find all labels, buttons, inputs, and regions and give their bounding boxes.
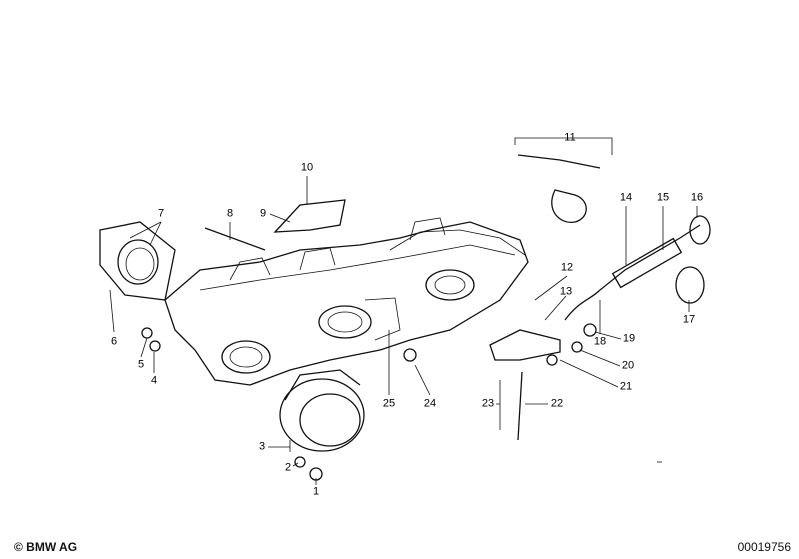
rod-23 [517,371,523,441]
bracket [489,329,561,361]
leader-lines [109,176,698,485]
copyright-label: © BMW AG [14,540,78,554]
choke-cable [564,215,711,321]
callout-24: 24 [423,397,437,410]
rod [204,227,266,251]
carburetor-body [164,217,529,386]
callout-23: 23 [481,397,495,410]
lever-assembly [514,137,613,223]
callout-2: 2 [284,461,292,474]
callout-3: 3 [258,440,266,453]
callout-15: 15 [656,191,670,204]
callout-25: 25 [382,397,396,410]
callout-14: 14 [619,191,633,204]
flange-gaskets [99,221,176,301]
air-horn [279,369,365,452]
callout-19: 19 [622,332,636,345]
image-number: 00019756 [737,540,791,554]
callout-21: 21 [619,380,633,393]
callout-5: 5 [137,358,145,371]
callout-22: 22 [550,397,564,410]
callout-12: 12 [560,261,574,274]
callout-6: 6 [110,335,118,348]
callout-17: 17 [682,313,696,326]
callout-1: 1 [312,485,320,498]
callout-8: 8 [226,207,234,220]
callout-11: 11 [564,131,576,144]
callout-16: 16 [690,191,704,204]
callout-9: 9 [259,207,267,220]
callout-4: 4 [150,374,158,387]
callout-20: 20 [621,359,635,372]
linkage-bracket [273,199,346,233]
callout-13: 13 [559,285,573,298]
callout-7: 7 [157,207,165,220]
callout-18: 18 [593,335,607,348]
callout-10: 10 [300,161,314,174]
